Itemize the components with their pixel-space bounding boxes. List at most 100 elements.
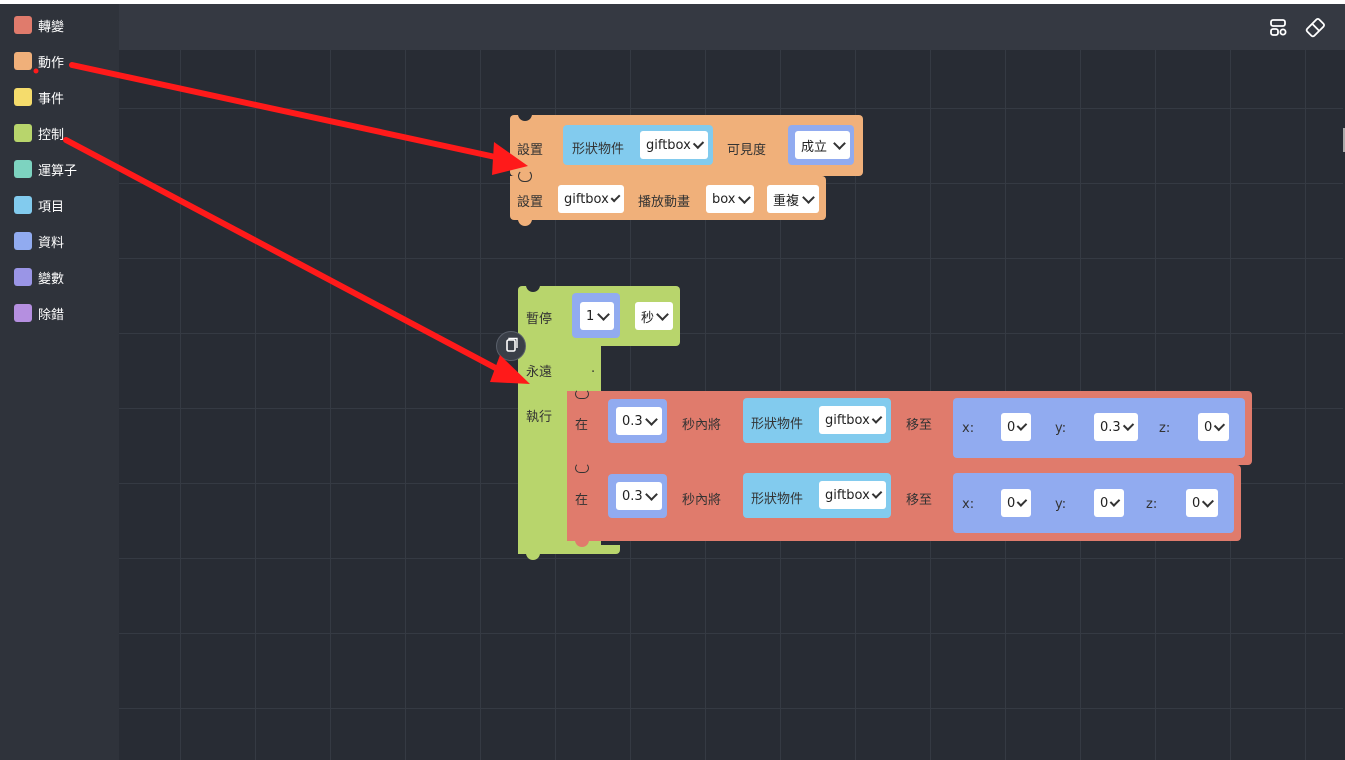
y-label: y:: [1055, 421, 1067, 436]
category-transform[interactable]: 轉變: [14, 15, 64, 35]
x-dropdown[interactable]: 0: [1001, 413, 1031, 441]
y-dropdown[interactable]: 0.3: [1094, 413, 1138, 441]
object-dropdown[interactable]: giftbox: [640, 131, 708, 159]
category-swatch: [14, 160, 32, 178]
category-label: 動作: [38, 55, 65, 71]
visibility-reporter[interactable]: 成立: [788, 125, 854, 165]
z-dropdown[interactable]: 0: [1186, 489, 1218, 517]
category-label: 除錯: [38, 307, 65, 323]
move-to-label: 移至: [906, 418, 933, 433]
chevron-down-icon: [597, 307, 610, 321]
category-label: 控制: [38, 127, 65, 143]
category-swatch: [14, 88, 32, 106]
object-dropdown[interactable]: giftbox: [819, 406, 886, 434]
category-variable[interactable]: 變數: [14, 267, 64, 287]
chevron-down-icon: [871, 412, 883, 424]
z-label: z:: [1146, 497, 1158, 512]
vertical-scrollbar[interactable]: [1343, 128, 1345, 152]
in-label: 在: [575, 493, 589, 508]
play-animation-label: 播放動畫: [638, 195, 691, 210]
category-label: 變數: [38, 271, 65, 287]
category-data[interactable]: 資料: [14, 231, 64, 251]
object-dropdown[interactable]: giftbox: [819, 481, 886, 509]
forever-dot: .: [591, 361, 596, 376]
chevron-down-icon: [1016, 419, 1028, 431]
seconds-reporter[interactable]: 0.3: [608, 399, 667, 443]
top-border: [0, 0, 1345, 4]
category-label: 運算子: [38, 163, 78, 179]
category-operator[interactable]: 運算子: [14, 159, 77, 179]
category-swatch: [14, 124, 32, 142]
category-item[interactable]: 項目: [14, 195, 64, 215]
z-label: z:: [1159, 421, 1171, 436]
chevron-down-icon: [645, 487, 658, 501]
workspace-header: [119, 4, 1345, 50]
chevron-down-icon: [871, 487, 883, 499]
chevron-down-icon: [1202, 495, 1215, 507]
category-action[interactable]: 動作: [14, 51, 64, 71]
forever-block[interactable]: 永遠 . 執行: [518, 346, 601, 554]
layout-icon[interactable]: [1269, 18, 1289, 38]
copy-icon: [506, 337, 518, 352]
wait-block[interactable]: 暫停 1 秒: [518, 282, 680, 346]
seconds-dropdown[interactable]: 0.3: [616, 482, 662, 510]
chevron-down-icon: [1016, 495, 1028, 507]
forever-label: 永遠: [526, 365, 553, 380]
do-label: 執行: [526, 410, 553, 425]
chevron-down-icon: [737, 190, 750, 204]
time-unit-dropdown[interactable]: 秒: [635, 302, 673, 330]
object-type-label: 形狀物件: [751, 417, 804, 432]
chevron-down-icon: [645, 412, 658, 426]
visibility-dropdown[interactable]: 成立: [795, 131, 850, 159]
category-label: 項目: [38, 199, 65, 215]
eraser-icon[interactable]: [1305, 18, 1325, 38]
category-label: 轉變: [38, 19, 65, 35]
set-label: 設置: [517, 195, 544, 210]
category-sidebar: 轉變 動作 事件 控制 運算子 項目 資料 變數 除錯: [0, 4, 119, 760]
seconds-dropdown[interactable]: 0.3: [616, 407, 662, 435]
object-type-label: 形狀物件: [572, 142, 625, 157]
category-debug[interactable]: 除錯: [14, 303, 64, 323]
move-block[interactable]: 在 0.3 秒內將 形狀物件 giftbox 移至 x: 0 y: 0.3 z:…: [567, 389, 1252, 465]
animation-dropdown[interactable]: box: [706, 185, 754, 213]
in-label: 在: [575, 418, 589, 433]
vector-reporter[interactable]: x: 0 y: 0 z: 0: [953, 473, 1234, 533]
object-reporter[interactable]: 形狀物件 giftbox: [563, 125, 713, 165]
object-dropdown[interactable]: giftbox: [558, 185, 624, 213]
object-reporter[interactable]: 形狀物件 giftbox: [743, 398, 891, 443]
chevron-down-icon: [656, 307, 669, 321]
forever-next-notch: [526, 552, 540, 560]
visibility-label: 可見度: [727, 143, 767, 158]
set-visibility-block[interactable]: 設置 形狀物件 giftbox 可見度 成立: [510, 111, 863, 176]
move-block[interactable]: 在 0.3 秒內將 形狀物件 giftbox 移至 x: 0 y: 0 z: 0: [567, 463, 1241, 547]
category-label: 事件: [38, 91, 65, 107]
category-control[interactable]: 控制: [14, 123, 64, 143]
amount-reporter[interactable]: 1: [572, 293, 620, 338]
z-dropdown[interactable]: 0: [1198, 413, 1229, 441]
category-swatch: [14, 268, 32, 286]
chevron-down-icon: [1109, 495, 1121, 507]
y-dropdown[interactable]: 0: [1094, 489, 1124, 517]
set-label: 設置: [517, 143, 544, 158]
seconds-reporter[interactable]: 0.3: [608, 474, 667, 518]
duplicate-button[interactable]: [496, 331, 526, 361]
set-animation-block[interactable]: 設置 giftbox 播放動畫 box 重複: [510, 170, 826, 226]
object-reporter[interactable]: 形狀物件 giftbox: [743, 473, 891, 518]
chevron-down-icon: [1214, 419, 1226, 431]
x-dropdown[interactable]: 0: [1001, 489, 1031, 517]
vector-reporter[interactable]: x: 0 y: 0.3 z: 0: [953, 398, 1245, 458]
chevron-down-icon: [692, 137, 705, 149]
category-swatch: [14, 304, 32, 322]
chevron-down-icon: [833, 136, 846, 150]
category-label: 資料: [38, 235, 65, 251]
category-swatch: [14, 232, 32, 250]
chevron-down-icon: [1122, 419, 1135, 431]
object-type-label: 形狀物件: [751, 492, 804, 507]
move-to-label: 移至: [906, 493, 933, 508]
amount-dropdown[interactable]: 1: [580, 302, 614, 330]
category-event[interactable]: 事件: [14, 87, 64, 107]
y-label: y:: [1055, 497, 1067, 512]
repeat-mode-dropdown[interactable]: 重複: [767, 185, 819, 213]
within-seconds-label: 秒內將: [682, 493, 722, 508]
category-swatch: [14, 52, 32, 70]
